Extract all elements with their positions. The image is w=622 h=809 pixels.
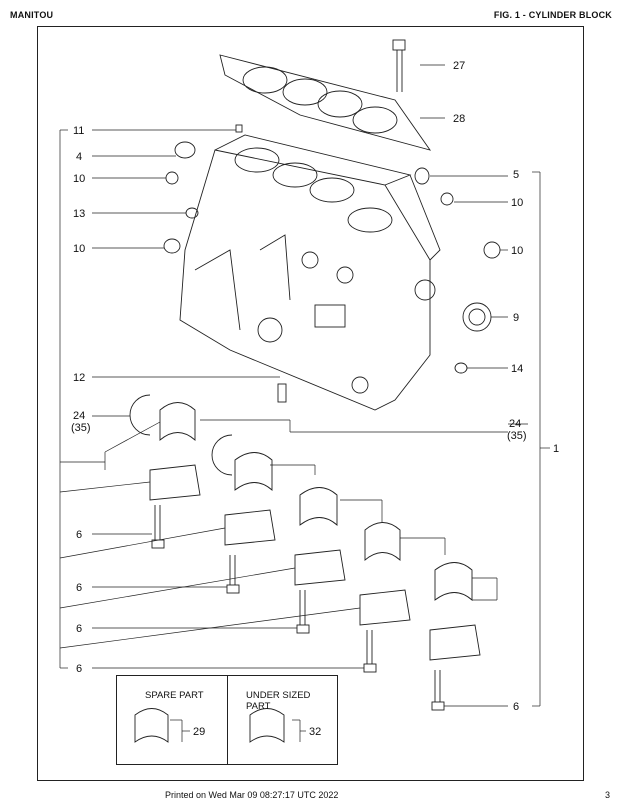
callout-24-right: 24 bbox=[509, 418, 521, 430]
callout-32: 32 bbox=[309, 726, 321, 738]
callout-10-d: 10 bbox=[511, 245, 523, 257]
thrust-washer-left-drawing bbox=[129, 394, 151, 436]
callout-10-c: 10 bbox=[511, 197, 523, 209]
undersized-bearing-shell-drawing bbox=[249, 708, 285, 743]
brand-name: MANITOU bbox=[10, 10, 54, 20]
callout-35-left: (35) bbox=[71, 422, 91, 434]
callout-9: 9 bbox=[513, 312, 519, 324]
callout-10-b: 10 bbox=[73, 243, 85, 255]
callout-13: 13 bbox=[73, 208, 85, 220]
callout-6-c: 6 bbox=[76, 623, 82, 635]
under-sized-part-label: UNDER SIZED PART bbox=[246, 690, 311, 712]
callout-28: 28 bbox=[453, 113, 465, 125]
callout-6-e: 6 bbox=[513, 701, 519, 713]
callout-5: 5 bbox=[513, 169, 519, 181]
plug-10b-drawing bbox=[163, 238, 181, 254]
callout-24-left: 24 bbox=[73, 410, 85, 422]
thrust-washer-right-drawing bbox=[211, 434, 233, 476]
callout-1: 1 bbox=[553, 443, 559, 455]
callout-12: 12 bbox=[73, 372, 85, 384]
plug-14-drawing bbox=[454, 362, 468, 374]
callout-29: 29 bbox=[193, 726, 205, 738]
sensor-12-drawing bbox=[277, 383, 287, 403]
plug-4-drawing bbox=[174, 141, 196, 159]
plug-10d-drawing bbox=[483, 241, 501, 259]
plug-11-drawing bbox=[235, 124, 243, 133]
callout-4: 4 bbox=[76, 151, 82, 163]
plug-10a-drawing bbox=[165, 171, 179, 185]
plug-10c-drawing bbox=[440, 192, 454, 206]
figure-title: FIG. 1 - CYLINDER BLOCK bbox=[493, 10, 612, 20]
head-gasket-drawing bbox=[219, 54, 432, 151]
seal-9-drawing bbox=[462, 302, 492, 332]
drawing-frame bbox=[37, 26, 584, 781]
callout-6-d: 6 bbox=[76, 663, 82, 675]
spare-part-label: SPARE PART bbox=[145, 690, 204, 701]
callout-35-right: (35) bbox=[507, 430, 527, 442]
printed-timestamp: Printed on Wed Mar 09 08:27:17 UTC 2022 bbox=[165, 790, 339, 800]
legend-divider bbox=[227, 676, 228, 764]
callout-10-a: 10 bbox=[73, 173, 85, 185]
spare-bearing-shell-drawing bbox=[134, 708, 169, 743]
callout-27: 27 bbox=[453, 60, 465, 72]
callout-14: 14 bbox=[511, 363, 523, 375]
plug-5-drawing bbox=[414, 167, 430, 185]
page-number: 3 bbox=[604, 790, 610, 800]
head-bolt-drawing bbox=[392, 39, 406, 92]
callout-11: 11 bbox=[73, 125, 84, 137]
cylinder-block-drawing bbox=[179, 134, 441, 411]
callout-6-a: 6 bbox=[76, 529, 82, 541]
legend-box: SPARE PART UNDER SIZED PART bbox=[116, 675, 338, 765]
callout-6-b: 6 bbox=[76, 582, 82, 594]
